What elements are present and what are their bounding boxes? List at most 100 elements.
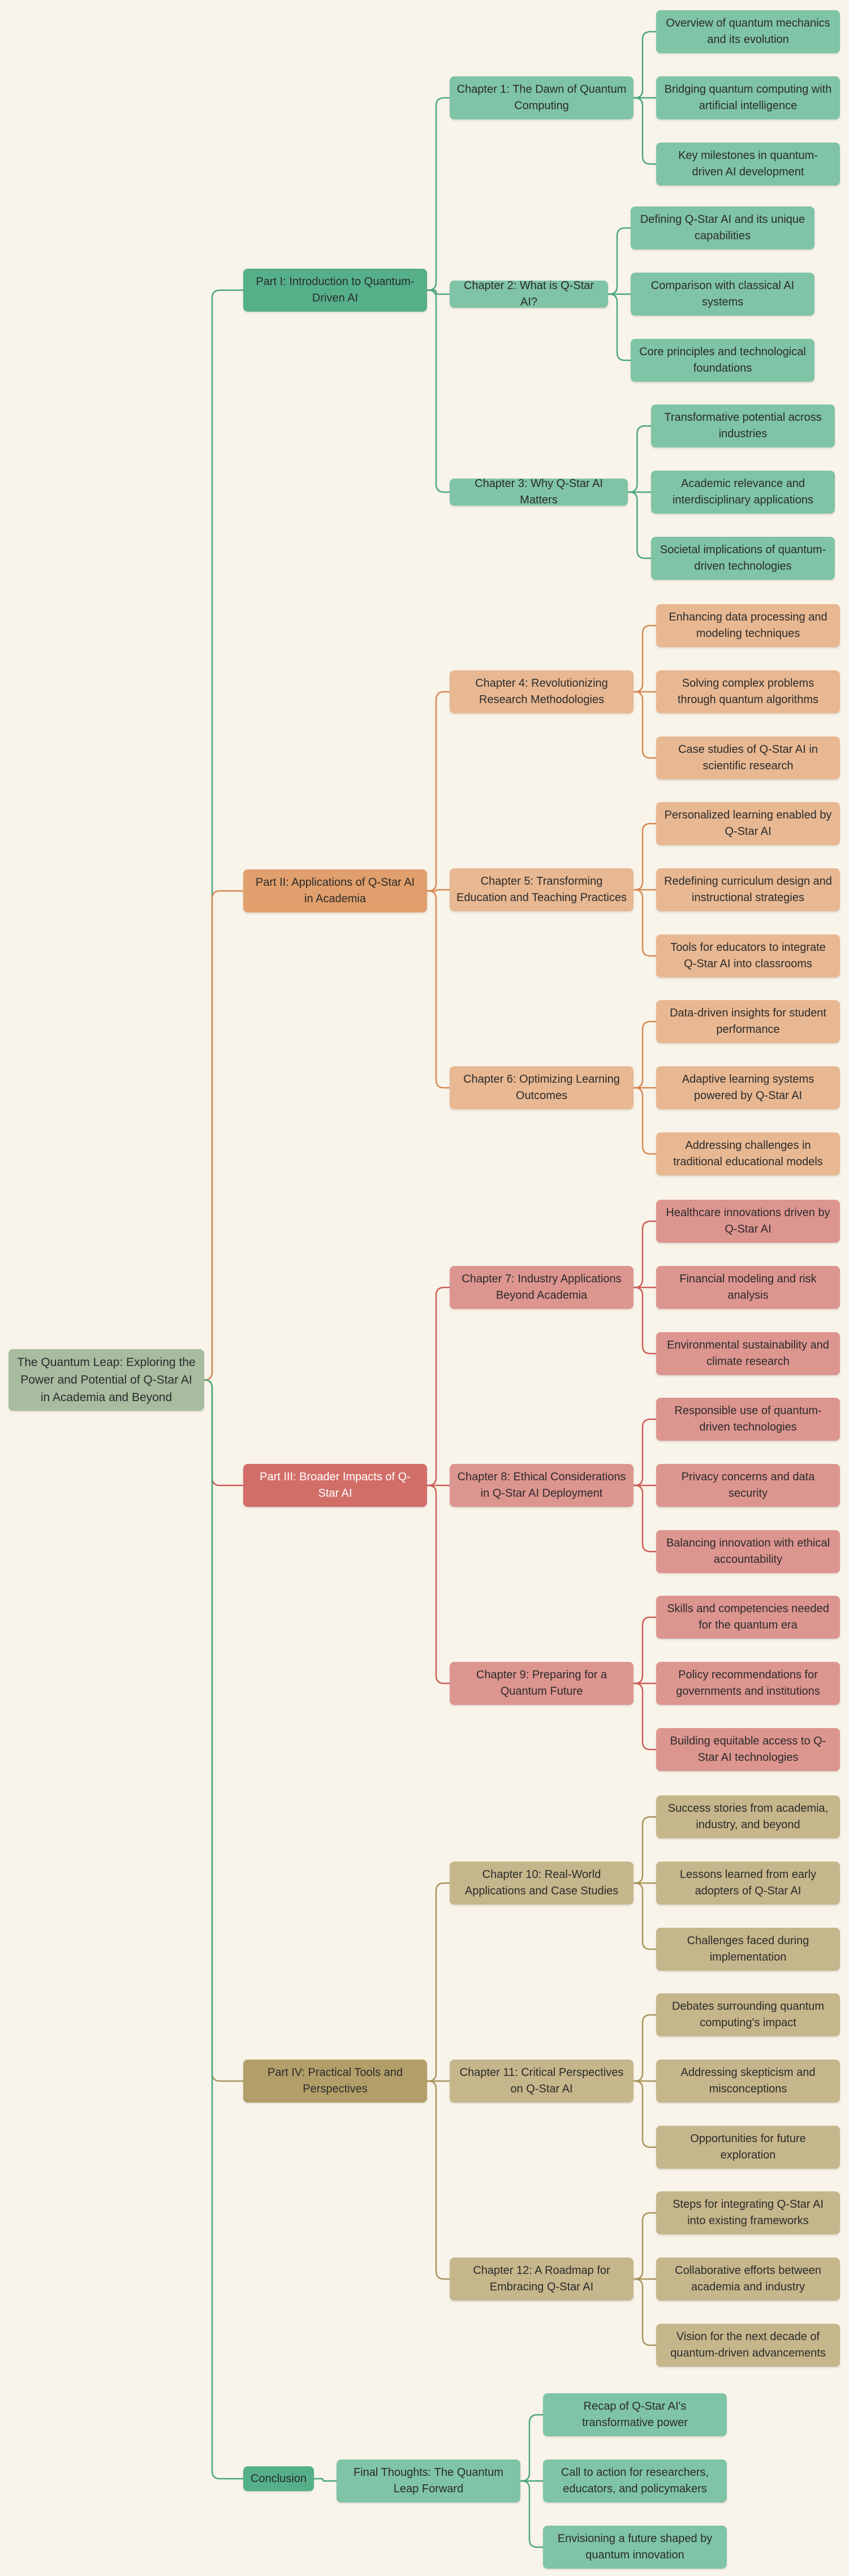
edge-chapter-topic-1-1-3 (633, 97, 656, 165)
topic-node-2-3-1[interactable]: Data-driven insights for student perform… (656, 1000, 840, 1043)
edge-chapter-topic-4-1-1 (633, 1816, 656, 1884)
topic-node-4-2-1[interactable]: Debates surrounding quantum computing's … (656, 1993, 840, 2036)
topic-node-2-1-2[interactable]: Solving complex problems through quantum… (656, 670, 840, 713)
edge-chapter-topic-2-3-3 (633, 1087, 656, 1155)
topic-node-3-2-2[interactable]: Privacy concerns and data security (656, 1464, 840, 1507)
edge-chapter-topic-4-1-3 (633, 1882, 656, 1950)
chapter-node-5-1[interactable]: Final Thoughts: The Quantum Leap Forward (337, 2459, 520, 2502)
chapter-node-4-1[interactable]: Chapter 10: Real-World Applications and … (450, 1862, 633, 1905)
edge-chapter-topic-2-2-1 (633, 822, 656, 891)
edge-part-chapter-4-1 (427, 1882, 450, 2082)
chapter-node-2-3[interactable]: Chapter 6: Optimizing Learning Outcomes (450, 1066, 633, 1109)
edge-part-chapter-1-1 (427, 97, 450, 291)
part-node-4[interactable]: Part IV: Practical Tools and Perspective… (243, 2060, 427, 2103)
topic-node-4-1-2[interactable]: Lessons learned from early adopters of Q… (656, 1862, 840, 1905)
edge-part-chapter-2-2 (427, 889, 450, 892)
edge-chapter-topic-3-2-1 (633, 1418, 656, 1487)
topic-node-2-3-2[interactable]: Adaptive learning systems powered by Q-S… (656, 1066, 840, 1109)
chapter-node-1-2[interactable]: Chapter 2: What is Q-Star AI? (450, 279, 608, 308)
part-node-2[interactable]: Part II: Applications of Q-Star AI in Ac… (243, 869, 427, 912)
topic-node-2-1-1[interactable]: Enhancing data processing and modeling t… (656, 604, 840, 647)
edge-part-chapter-3-3 (427, 1484, 450, 1685)
chapter-node-4-2[interactable]: Chapter 11: Critical Perspectives on Q-S… (450, 2060, 633, 2103)
edge-chapter-topic-5-1-3 (520, 2480, 543, 2548)
edge-part-chapter-4-3 (427, 2080, 450, 2280)
topic-node-3-3-3[interactable]: Building equitable access to Q-Star AI t… (656, 1728, 840, 1771)
topic-node-1-2-3[interactable]: Core principles and technological founda… (631, 339, 814, 382)
edge-part-chapter-2-1 (427, 691, 450, 892)
edge-part-chapter-1-3 (427, 289, 450, 493)
edge-part-chapter-2-3 (427, 890, 450, 1089)
edge-chapter-topic-3-3-1 (633, 1616, 656, 1685)
edge-part-chapter-1-2 (427, 289, 450, 295)
topic-node-5-1-1[interactable]: Recap of Q-Star AI's transformative powe… (543, 2393, 727, 2436)
topic-node-4-1-1[interactable]: Success stories from academia, industry,… (656, 1795, 840, 1838)
edge-root-part-3 (204, 1379, 243, 1487)
chapter-node-4-3[interactable]: Chapter 12: A Roadmap for Embracing Q-St… (450, 2258, 633, 2301)
chapter-node-3-3[interactable]: Chapter 9: Preparing for a Quantum Futur… (450, 1662, 633, 1705)
topic-node-2-2-1[interactable]: Personalized learning enabled by Q-Star … (656, 802, 840, 845)
topic-node-4-3-1[interactable]: Steps for integrating Q-Star AI into exi… (656, 2191, 840, 2234)
topic-node-3-2-3[interactable]: Balancing innovation with ethical accoun… (656, 1530, 840, 1573)
edge-chapter-topic-2-3-1 (633, 1020, 656, 1089)
topic-node-3-2-1[interactable]: Responsible use of quantum-driven techno… (656, 1398, 840, 1441)
topic-node-3-3-1[interactable]: Skills and competencies needed for the q… (656, 1596, 840, 1639)
topic-node-5-1-3[interactable]: Envisioning a future shaped by quantum i… (543, 2526, 727, 2569)
edge-chapter-topic-1-2-3 (608, 293, 631, 361)
part-node-5[interactable]: Conclusion (243, 2466, 314, 2491)
topic-node-1-1-1[interactable]: Overview of quantum mechanics and its ev… (656, 10, 840, 53)
topic-node-1-3-1[interactable]: Transformative potential across industri… (651, 404, 835, 447)
edge-part-chapter-3-1 (427, 1286, 450, 1487)
topic-node-2-2-2[interactable]: Redefining curriculum design and instruc… (656, 868, 840, 911)
edge-chapter-topic-4-3-3 (633, 2278, 656, 2346)
edge-chapter-topic-1-3-3 (628, 491, 651, 559)
chapter-node-2-1[interactable]: Chapter 4: Revolutionizing Research Meth… (450, 670, 633, 713)
chapter-node-3-2[interactable]: Chapter 8: Ethical Considerations in Q-S… (450, 1464, 633, 1507)
topic-node-4-3-2[interactable]: Collaborative efforts between academia a… (656, 2258, 840, 2301)
edge-chapter-topic-3-2-3 (633, 1484, 656, 1553)
topic-node-1-2-1[interactable]: Defining Q-Star AI and its unique capabi… (631, 206, 814, 249)
topic-node-4-1-3[interactable]: Challenges faced during implementation (656, 1928, 840, 1971)
chapter-node-1-3[interactable]: Chapter 3: Why Q-Star AI Matters (450, 477, 628, 506)
edge-part-chapter-5-1 (314, 2478, 337, 2482)
edge-chapter-topic-1-3-1 (628, 425, 651, 493)
topic-node-3-1-3[interactable]: Environmental sustainability and climate… (656, 1332, 840, 1375)
root-node[interactable]: The Quantum Leap: Exploring the Power an… (8, 1349, 204, 1411)
edge-chapter-topic-2-1-3 (633, 691, 656, 759)
topic-node-2-2-3[interactable]: Tools for educators to integrate Q-Star … (656, 934, 840, 977)
chapter-node-2-2[interactable]: Chapter 5: Transforming Education and Te… (450, 868, 633, 911)
topic-node-4-2-2[interactable]: Addressing skepticism and misconceptions (656, 2060, 840, 2103)
edge-chapter-topic-3-1-1 (633, 1220, 656, 1289)
topic-node-1-2-2[interactable]: Comparison with classical AI systems (631, 273, 814, 316)
chapter-node-3-1[interactable]: Chapter 7: Industry Applications Beyond … (450, 1266, 633, 1309)
edge-root-part-5 (204, 1379, 243, 2480)
part-node-1[interactable]: Part I: Introduction to Quantum-Driven A… (243, 269, 427, 312)
topic-node-1-3-3[interactable]: Societal implications of quantum-driven … (651, 537, 835, 580)
topic-node-1-1-2[interactable]: Bridging quantum computing with artifici… (656, 76, 840, 119)
topic-node-4-3-3[interactable]: Vision for the next decade of quantum-dr… (656, 2324, 840, 2367)
edge-chapter-topic-5-1-1 (520, 2414, 543, 2482)
topic-node-1-1-3[interactable]: Key milestones in quantum-driven AI deve… (656, 143, 840, 186)
chapter-node-1-1[interactable]: Chapter 1: The Dawn of Quantum Computing (450, 76, 633, 119)
topic-node-2-1-3[interactable]: Case studies of Q-Star AI in scientific … (656, 736, 840, 779)
edge-chapter-topic-3-1-3 (633, 1286, 656, 1355)
edge-root-part-2 (204, 890, 243, 1381)
topic-node-3-1-1[interactable]: Healthcare innovations driven by Q-Star … (656, 1200, 840, 1243)
topic-node-2-3-3[interactable]: Addressing challenges in traditional edu… (656, 1132, 840, 1175)
edge-chapter-topic-1-2-1 (608, 227, 631, 295)
edge-root-part-1 (204, 289, 243, 1381)
topic-node-3-3-2[interactable]: Policy recommendations for governments a… (656, 1662, 840, 1705)
edge-chapter-topic-4-3-1 (633, 2212, 656, 2280)
topic-node-3-1-2[interactable]: Financial modeling and risk analysis (656, 1266, 840, 1309)
topic-node-5-1-2[interactable]: Call to action for researchers, educator… (543, 2459, 727, 2502)
edge-chapter-topic-2-2-3 (633, 889, 656, 957)
topic-node-4-2-3[interactable]: Opportunities for future exploration (656, 2126, 840, 2169)
edge-chapter-topic-3-3-3 (633, 1682, 656, 1751)
edge-chapter-topic-4-2-1 (633, 2014, 656, 2082)
part-node-3[interactable]: Part III: Broader Impacts of Q-Star AI (243, 1464, 427, 1507)
edge-chapter-topic-2-1-1 (633, 624, 656, 693)
edge-chapter-topic-1-1-1 (633, 31, 656, 99)
edge-chapter-topic-4-2-3 (633, 2080, 656, 2148)
topic-node-1-3-2[interactable]: Academic relevance and interdisciplinary… (651, 471, 835, 514)
